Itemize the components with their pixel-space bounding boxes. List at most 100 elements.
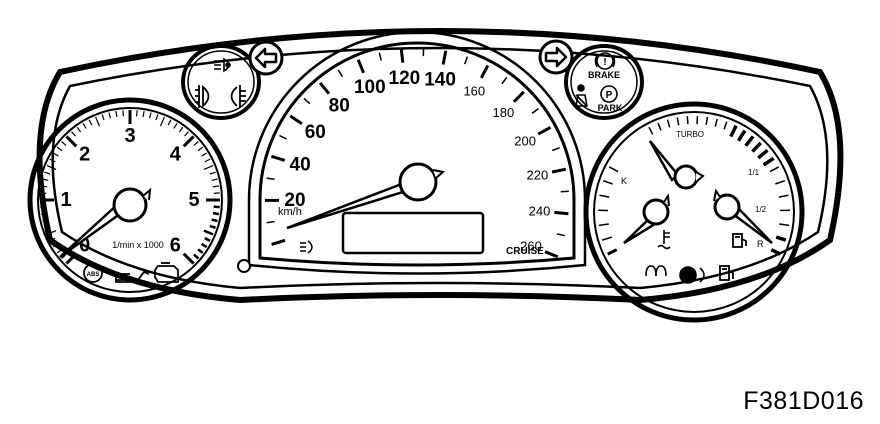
turbo-tick (714, 118, 718, 127)
tachometer-unit: 1/min x 1000 (112, 240, 164, 250)
speedometer-unit: km/h (278, 206, 302, 218)
speedometer-tick (271, 238, 286, 246)
speedometer-tick (512, 90, 525, 103)
speedometer-label: 240 (529, 204, 551, 219)
tachometer-tick (193, 141, 199, 146)
turbo-tick (729, 124, 738, 138)
turbo-tick (657, 122, 662, 131)
tachometer-tick (209, 171, 216, 175)
tachometer-tick (44, 171, 51, 175)
tachometer-tick (46, 165, 57, 170)
svg-text:!: ! (603, 57, 606, 68)
speedometer-label: 100 (354, 77, 386, 98)
tachometer-tick (160, 116, 165, 127)
brake-label: BRAKE (588, 70, 620, 80)
tachometer-tick (52, 243, 59, 248)
tachometer-tick (155, 114, 159, 121)
tachometer-tick (136, 110, 138, 117)
tachometer-tick (142, 110, 145, 118)
speedometer-tick (537, 126, 552, 136)
turbo-tick (757, 148, 769, 160)
tachometer-tick (52, 152, 59, 157)
tachometer-tick (213, 205, 220, 209)
left-indicator-pod (181, 44, 261, 120)
turbo-tick (762, 156, 775, 167)
fuel-tick (775, 235, 787, 242)
speedometer-label: 260 (520, 239, 542, 254)
fuel-pump-warning-icon (719, 265, 734, 281)
fuel-full-label: 1/1 (748, 168, 760, 177)
temp-label: K (621, 176, 627, 186)
turbo-tick (723, 121, 728, 130)
front-fog-icon (195, 85, 210, 109)
turbo-tick (737, 129, 747, 142)
tachometer-needle (59, 187, 152, 259)
speedometer-tick (531, 107, 539, 115)
turbo-tick (686, 116, 689, 125)
temp-tick (598, 223, 609, 227)
brake-warning-icon: ! (594, 52, 616, 70)
speedometer-tick (554, 210, 569, 216)
speedometer-label: 220 (527, 168, 549, 183)
right-indicator-pod (564, 44, 644, 120)
speedometer-tick (289, 114, 303, 126)
turbo-tick (751, 141, 762, 153)
fuel-half-label: 1/2 (755, 205, 767, 214)
tachometer-tick (82, 122, 87, 129)
tachometer-tick (211, 178, 218, 181)
turbo-label: TURBO (676, 130, 704, 139)
tachometer-tick (197, 146, 204, 152)
speedometer-tick (279, 134, 287, 140)
tachometer-tick (173, 122, 178, 129)
turbo-needle (648, 140, 705, 190)
svg-text:ABS: ABS (87, 272, 100, 278)
turbo-tick (648, 126, 654, 135)
speedometer-label: 80 (329, 96, 350, 117)
tachometer-tick (213, 192, 220, 194)
tachometer-tick (167, 119, 172, 126)
fuel-tick (778, 194, 789, 198)
tachometer-tick (56, 248, 63, 254)
speedometer-tick (463, 56, 469, 65)
tachometer-tick (182, 135, 195, 148)
tachometer-tick (115, 110, 118, 118)
speedometer-label: 160 (463, 84, 485, 99)
speedometer-tick (266, 177, 275, 181)
headlight-icon (214, 57, 231, 73)
speedometer-label: 200 (514, 134, 536, 149)
oil-can-icon (115, 270, 150, 283)
check-engine-icon (154, 262, 179, 283)
tachometer-tick (61, 141, 67, 146)
temp-needle (623, 193, 670, 245)
speedometer-label: 40 (290, 155, 311, 176)
speedometer-tick (266, 220, 275, 224)
tachometer-tick (178, 126, 184, 133)
speedometer-tick (551, 146, 560, 152)
trip-reset-knob[interactable] (237, 259, 251, 273)
tachometer-tick (40, 185, 48, 188)
tachometer-tick (88, 119, 93, 126)
fuel-ticks (769, 166, 791, 256)
turbo-tick (666, 119, 671, 128)
tachometer-tick (149, 112, 152, 119)
tachometer-tick (204, 158, 211, 163)
speedometer-tick (544, 250, 559, 259)
coolant-temp-icon (657, 230, 671, 250)
speedometer-tick (441, 50, 448, 65)
high-beam-small-icon (300, 240, 313, 254)
parking-brake-icon: P (600, 85, 618, 103)
tachometer-tick (46, 230, 57, 235)
tachometer-tick (200, 242, 208, 249)
tachometer-tick (201, 152, 208, 157)
temp-tick (607, 248, 618, 256)
tachometer-tick (40, 192, 47, 194)
fuel-tick (770, 248, 782, 256)
temp-tick (599, 194, 610, 198)
fuel-tick (775, 179, 786, 185)
fuel-tick (779, 223, 790, 227)
fuel-tick (769, 166, 780, 173)
turbo-tick (705, 116, 709, 126)
figure-code: F381D016 (743, 387, 864, 415)
odometer-display (341, 211, 485, 255)
tachometer-tick (40, 212, 48, 215)
